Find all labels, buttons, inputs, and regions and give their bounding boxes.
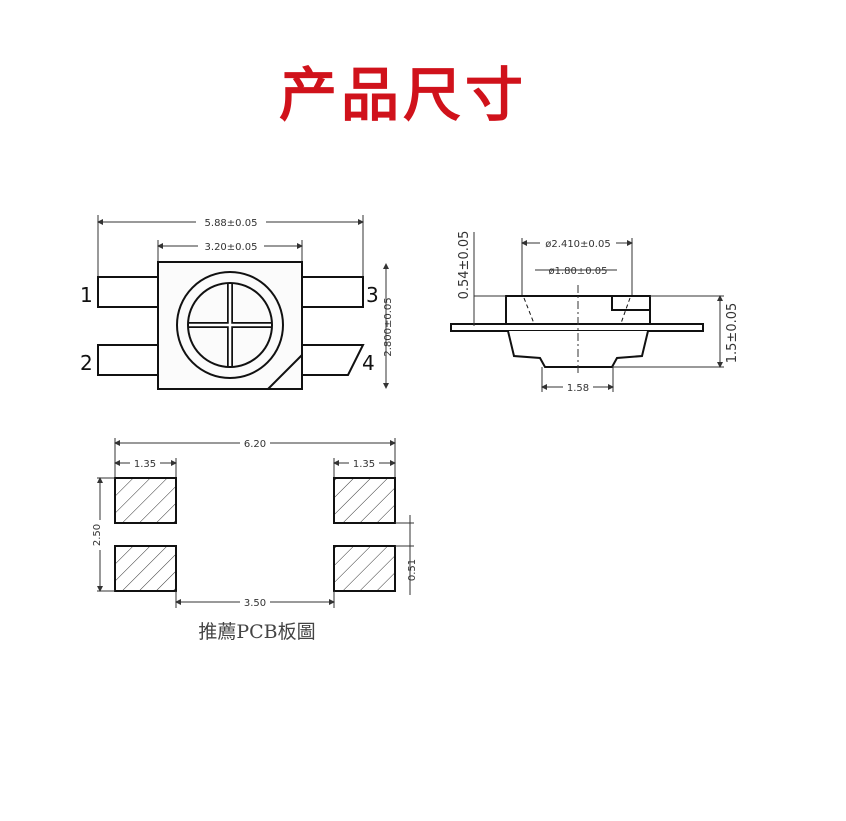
dim-pad-right-width: 1.35 <box>353 459 375 470</box>
dim-pad-left-width: 1.35 <box>134 459 156 470</box>
pcb-caption: 推薦PCB板圖 <box>198 621 315 643</box>
pcb-pad-4 <box>333 545 396 592</box>
dim-inner-diameter: ø1.80±0.05 <box>548 266 607 277</box>
dim-height: 2.800±0.05 <box>383 297 394 356</box>
dim-outer-diameter: ø2.410±0.05 <box>545 239 610 250</box>
side-view: ø2.410±0.05 ø1.80±0.05 0.54±0.05 1.5±0.0… <box>450 231 740 394</box>
pcb-pad-1 <box>114 477 177 524</box>
dim-overall-width: 5.88±0.05 <box>205 218 258 229</box>
pin-label-3: 3 <box>366 283 379 307</box>
dim-body-width: 3.20±0.05 <box>205 242 258 253</box>
page-title: 产品尺寸 <box>278 61 527 129</box>
pin-label-1: 1 <box>80 283 93 307</box>
pcb-pad-2 <box>114 545 177 592</box>
dim-total-height: 1.5±0.05 <box>725 303 740 364</box>
dim-bottom-width: 1.58 <box>567 383 589 394</box>
dim-pcb-height: 2.50 <box>92 524 103 546</box>
dim-lens-height: 0.54±0.05 <box>457 231 472 300</box>
dim-pad-gap: 0.51 <box>407 559 418 581</box>
top-view: 5.88±0.05 3.20±0.05 2.800±0.05 1 2 3 4 <box>80 215 394 390</box>
dim-inner-spacing: 3.50 <box>244 598 266 609</box>
dim-pcb-overall-width: 6.20 <box>244 439 266 450</box>
pcb-pad-3 <box>333 477 396 524</box>
pin-label-4: 4 <box>362 351 375 375</box>
pcb-footprint-view: 6.20 1.35 1.35 2.50 0.51 3.50 推薦PCB板圖 <box>90 437 418 643</box>
pin-label-2: 2 <box>80 351 93 375</box>
